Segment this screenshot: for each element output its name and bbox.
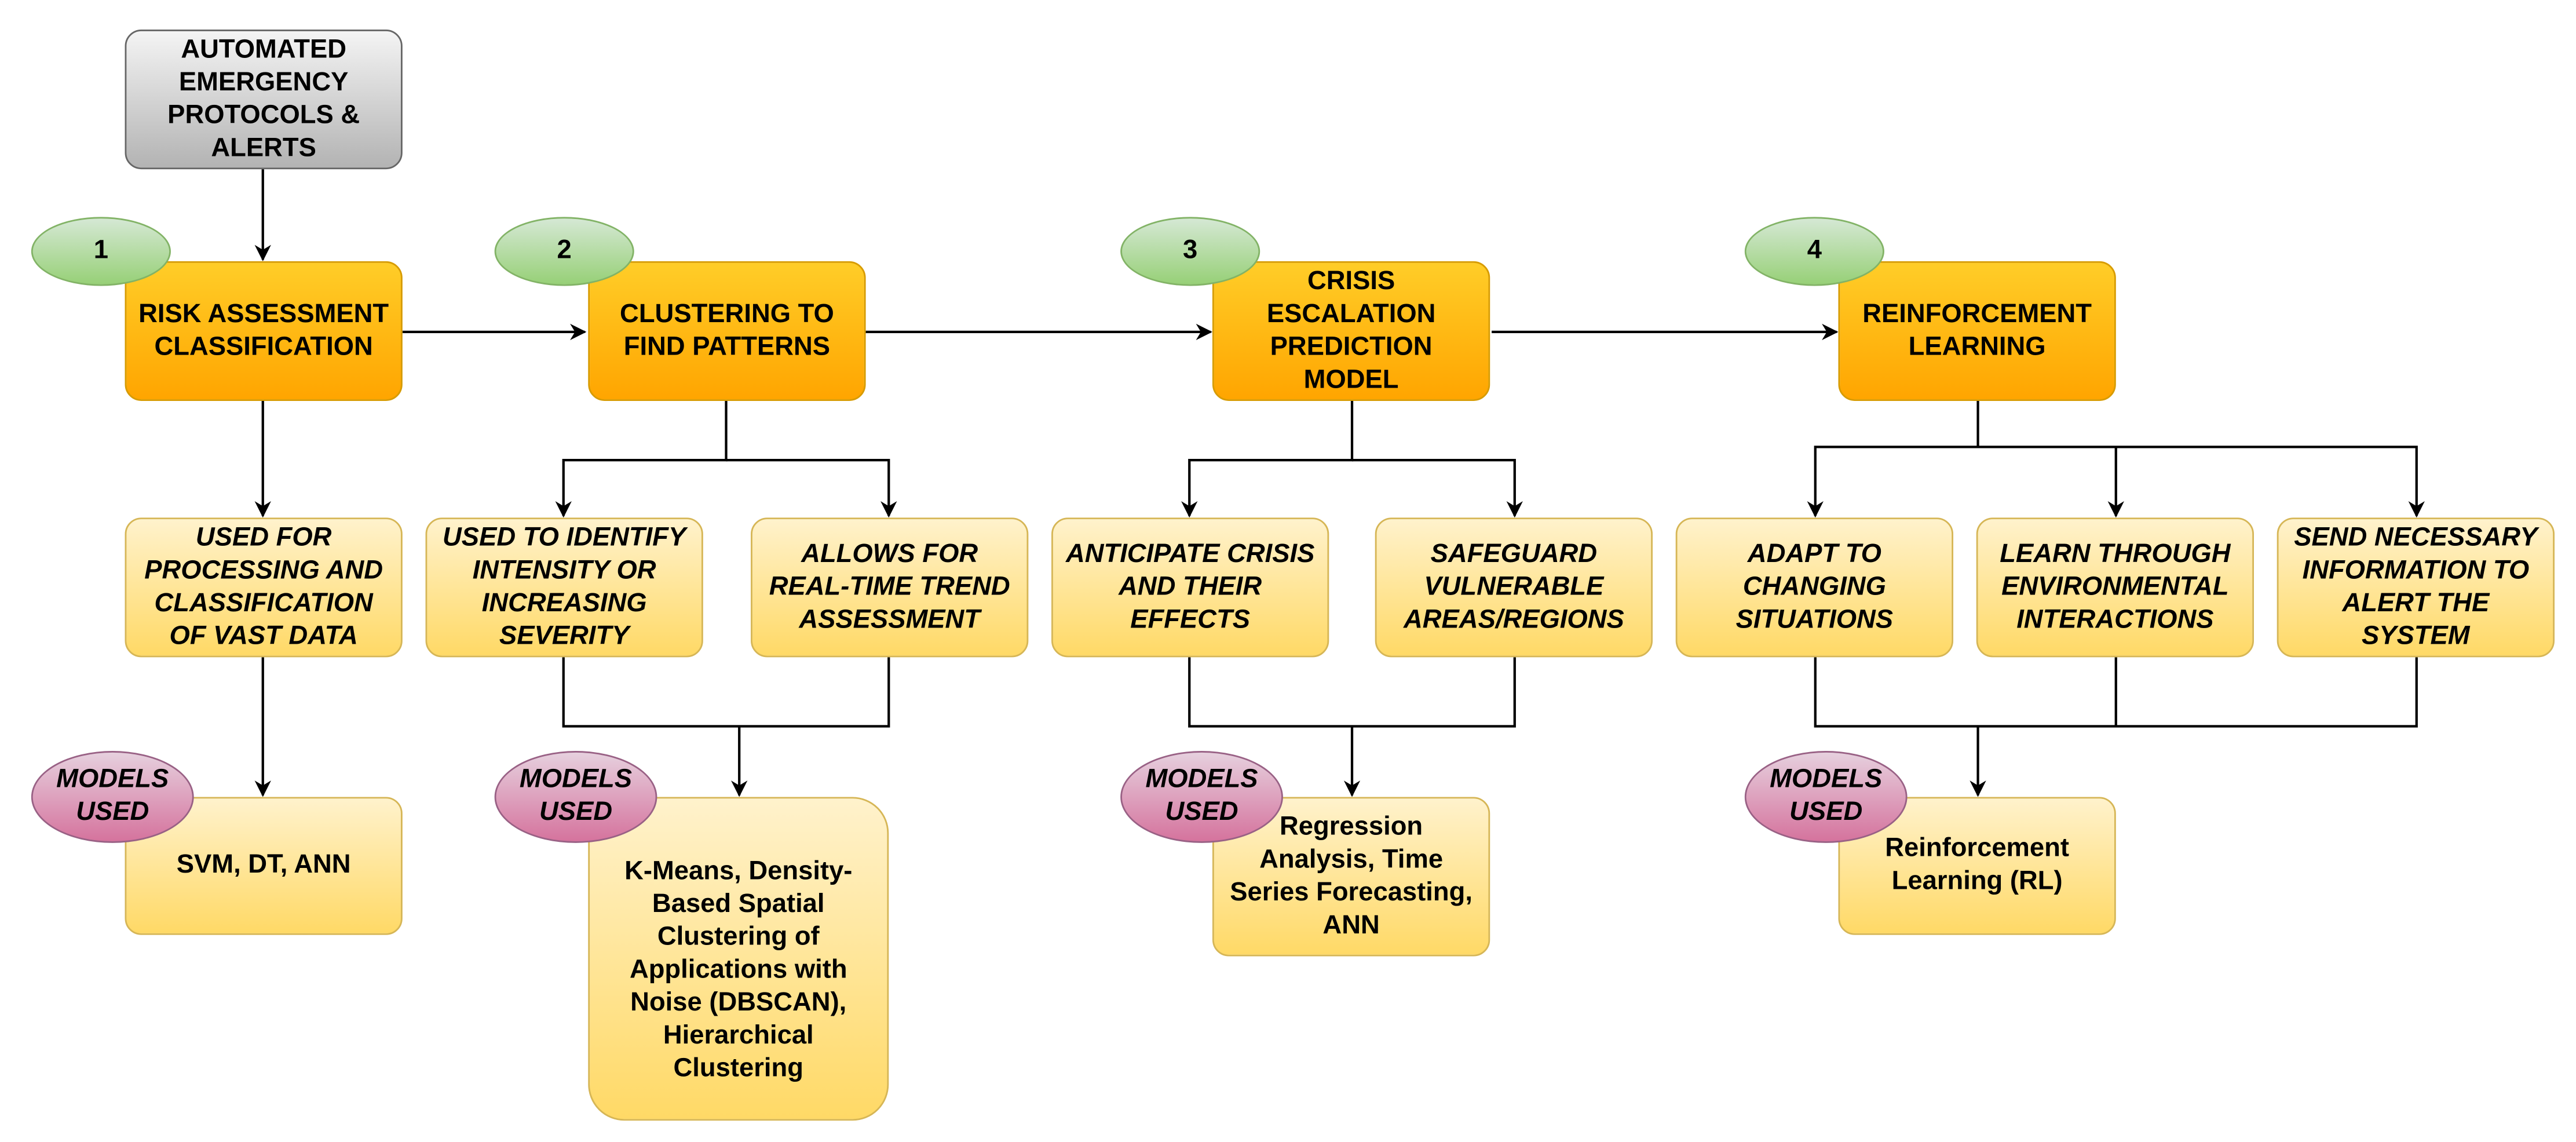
step-2-models-badge-text: MODELS USED	[519, 765, 633, 827]
step-1-detail-1-text: USED FOR PROCESSING AND CLASSIFICATION O…	[144, 523, 383, 650]
step-4-detail-2: LEARN THROUGH ENVIRONMENTAL INTERACTIONS	[1976, 517, 2254, 658]
step-1-models-badge: MODELS USED	[31, 751, 194, 843]
step-3-models-badge-text: MODELS USED	[1145, 765, 1258, 827]
step-2-models-badge: MODELS USED	[494, 751, 657, 843]
step-4-models: Reinforcement Learning (RL)	[1885, 834, 2069, 896]
step-3-detail-1: ANTICIPATE CRISIS AND THEIR EFFECTS	[1051, 517, 1329, 658]
step-4-detail-3-text: SEND NECESSARY INFORMATION TO ALERT THE …	[2294, 523, 2538, 650]
step-3-detail-2-text: SAFEGUARD VULNERABLE AREAS/REGIONS	[1404, 539, 1624, 634]
step-2-detail-2-text: ALLOWS FOR REAL-TIME TREND ASSESSMENT	[769, 539, 1010, 634]
step-3-models-badge: MODELS USED	[1120, 751, 1283, 843]
step-4-number: 4	[1807, 236, 1822, 265]
step-1-box: RISK ASSESSMENT CLASSIFICATION	[125, 261, 403, 401]
step-3-number: 3	[1183, 236, 1198, 265]
step-2-title: CLUSTERING TO FIND PATTERNS	[620, 300, 834, 361]
step4-split	[1807, 400, 1979, 518]
step-3-detail-1-text: ANTICIPATE CRISIS AND THEIR EFFECTS	[1065, 539, 1315, 634]
step-3-title: CRISIS ESCALATION PREDICTION MODEL	[1266, 267, 1436, 394]
step-2-models-box: K-Means, Density- Based Spatial Clusteri…	[588, 797, 889, 1121]
step-3-models: Regression Analysis, Time Series Forecas…	[1230, 812, 1472, 939]
step-2-box: CLUSTERING TO FIND PATTERNS	[588, 261, 866, 401]
step3-merge	[1188, 657, 1516, 728]
step-4-models-badge-text: MODELS USED	[1770, 765, 1883, 827]
step2-split-right	[726, 458, 897, 518]
step-1-models: SVM, DT, ANN	[176, 851, 351, 880]
step2-merge	[562, 657, 890, 728]
step-4-number-badge: 4	[1744, 217, 1884, 286]
step-2-detail-2: ALLOWS FOR REAL-TIME TREND ASSESSMENT	[751, 517, 1029, 658]
step-3-detail-2: SAFEGUARD VULNERABLE AREAS/REGIONS	[1375, 517, 1653, 658]
step4-split-right	[1978, 446, 2425, 518]
step-1-number: 1	[93, 236, 109, 265]
step-1-models-badge-text: MODELS USED	[56, 765, 169, 827]
step-4-detail-1: ADAPT TO CHANGING SITUATIONS	[1675, 517, 1954, 658]
step2-split	[555, 400, 728, 518]
step-2-number: 2	[557, 236, 572, 265]
step-4-models-badge: MODELS USED	[1744, 751, 1908, 843]
step-2-detail-1-text: USED TO IDENTIFY INTENSITY OR INCREASING…	[443, 523, 686, 650]
step-2-detail-1: USED TO IDENTIFY INTENSITY OR INCREASING…	[425, 517, 703, 658]
step-1-detail-1: USED FOR PROCESSING AND CLASSIFICATION O…	[125, 517, 403, 658]
step-4-box: REINFORCEMENT LEARNING	[1838, 261, 2116, 401]
step-2-models: K-Means, Density- Based Spatial Clusteri…	[624, 856, 853, 1082]
step-2-number-badge: 2	[494, 217, 634, 286]
step3-split	[1181, 400, 1354, 518]
alerts-label: AUTOMATED EMERGENCY PROTOCOLS & ALERTS	[167, 35, 360, 162]
step-1-number-badge: 1	[31, 217, 171, 286]
step-1-title: RISK ASSESSMENT CLASSIFICATION	[138, 300, 389, 361]
step-4-detail-3: SEND NECESSARY INFORMATION TO ALERT THE …	[2277, 517, 2555, 658]
step3-split-right	[1352, 458, 1523, 518]
alerts-box: AUTOMATED EMERGENCY PROTOCOLS & ALERTS	[125, 30, 403, 170]
step-4-detail-2-text: LEARN THROUGH ENVIRONMENTAL INTERACTIONS	[2000, 539, 2231, 634]
step-4-title: REINFORCEMENT LEARNING	[1862, 300, 2092, 361]
step-3-number-badge: 3	[1120, 217, 1260, 286]
step-4-models-box: Reinforcement Learning (RL)	[1838, 797, 2116, 935]
step-3-box: CRISIS ESCALATION PREDICTION MODEL	[1212, 261, 1490, 401]
step-4-detail-1-text: ADAPT TO CHANGING SITUATIONS	[1735, 539, 1894, 634]
